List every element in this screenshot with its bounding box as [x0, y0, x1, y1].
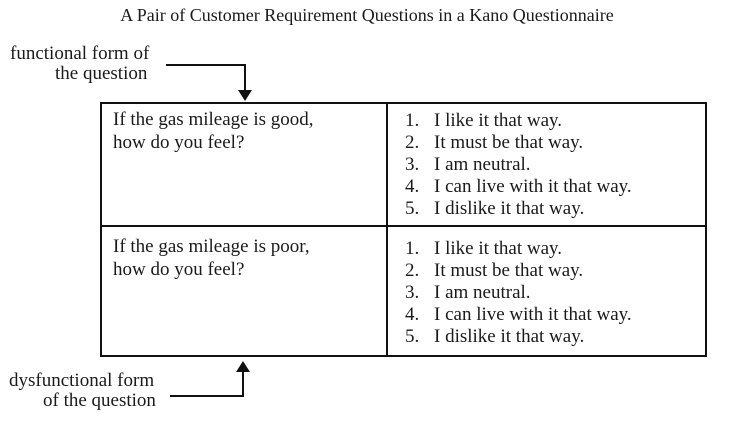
- answer-option: 1. I like it that way.: [405, 238, 705, 260]
- functional-answer-options-cell: 1. I like it that way. 2. It must be tha…: [388, 104, 705, 227]
- option-text: I am neutral.: [434, 282, 531, 303]
- answer-option: 4. I can live with it that way.: [405, 304, 705, 326]
- functional-connector-horizontal-line: [166, 64, 246, 66]
- option-text: I dislike it that way.: [434, 198, 585, 219]
- option-number: 2.: [405, 132, 420, 153]
- answer-option: 4. I can live with it that way.: [405, 176, 705, 198]
- up-arrowhead-icon: [236, 361, 250, 372]
- answer-option: 5. I dislike it that way.: [405, 326, 705, 348]
- questionnaire-table: If the gas mileage is good, how do you f…: [100, 102, 707, 357]
- option-number: 2.: [405, 260, 420, 281]
- option-text: It must be that way.: [434, 260, 584, 281]
- dysfunctional-connector-horizontal-line: [170, 395, 244, 397]
- option-text: I like it that way.: [434, 238, 563, 259]
- dysfunctional-connector-vertical-line: [242, 372, 244, 397]
- question-line: If the gas mileage is poor,: [113, 236, 310, 257]
- functional-connector-vertical-line: [244, 64, 246, 93]
- dysfunctional-form-label-line1: dysfunctional form: [9, 370, 155, 391]
- option-number: 5.: [405, 326, 420, 347]
- answer-option: 2. It must be that way.: [405, 260, 705, 282]
- figure-title: A Pair of Customer Requirement Questions…: [120, 5, 614, 25]
- option-number: 4.: [405, 176, 420, 197]
- question-line: how do you feel?: [113, 132, 245, 153]
- answer-option: 3. I am neutral.: [405, 154, 705, 176]
- answer-option: 1. I like it that way.: [405, 110, 705, 132]
- option-text: I am neutral.: [434, 154, 531, 175]
- down-arrowhead-icon: [238, 90, 252, 101]
- option-text: I dislike it that way.: [434, 326, 585, 347]
- answer-option: 3. I am neutral.: [405, 282, 705, 304]
- option-number: 1.: [405, 110, 420, 131]
- option-text: I like it that way.: [434, 110, 563, 131]
- dysfunctional-form-label-line2: of the question: [43, 390, 156, 411]
- dysfunctional-answer-options-cell: 1. I like it that way. 2. It must be tha…: [388, 227, 705, 355]
- question-line: how do you feel?: [113, 259, 245, 280]
- functional-form-label-line1: functional form of: [10, 43, 150, 64]
- option-number: 1.: [405, 238, 420, 259]
- functional-question-cell: If the gas mileage is good, how do you f…: [102, 104, 388, 227]
- dysfunctional-question-cell: If the gas mileage is poor, how do you f…: [102, 227, 388, 355]
- question-line: If the gas mileage is good,: [113, 109, 314, 130]
- option-number: 3.: [405, 282, 420, 303]
- functional-form-label-line2: the question: [55, 63, 148, 84]
- option-number: 4.: [405, 304, 420, 325]
- answer-option: 2. It must be that way.: [405, 132, 705, 154]
- option-number: 3.: [405, 154, 420, 175]
- option-text: I can live with it that way.: [434, 176, 632, 197]
- option-number: 5.: [405, 198, 420, 219]
- option-text: I can live with it that way.: [434, 304, 632, 325]
- option-text: It must be that way.: [434, 132, 584, 153]
- answer-option: 5. I dislike it that way.: [405, 198, 705, 220]
